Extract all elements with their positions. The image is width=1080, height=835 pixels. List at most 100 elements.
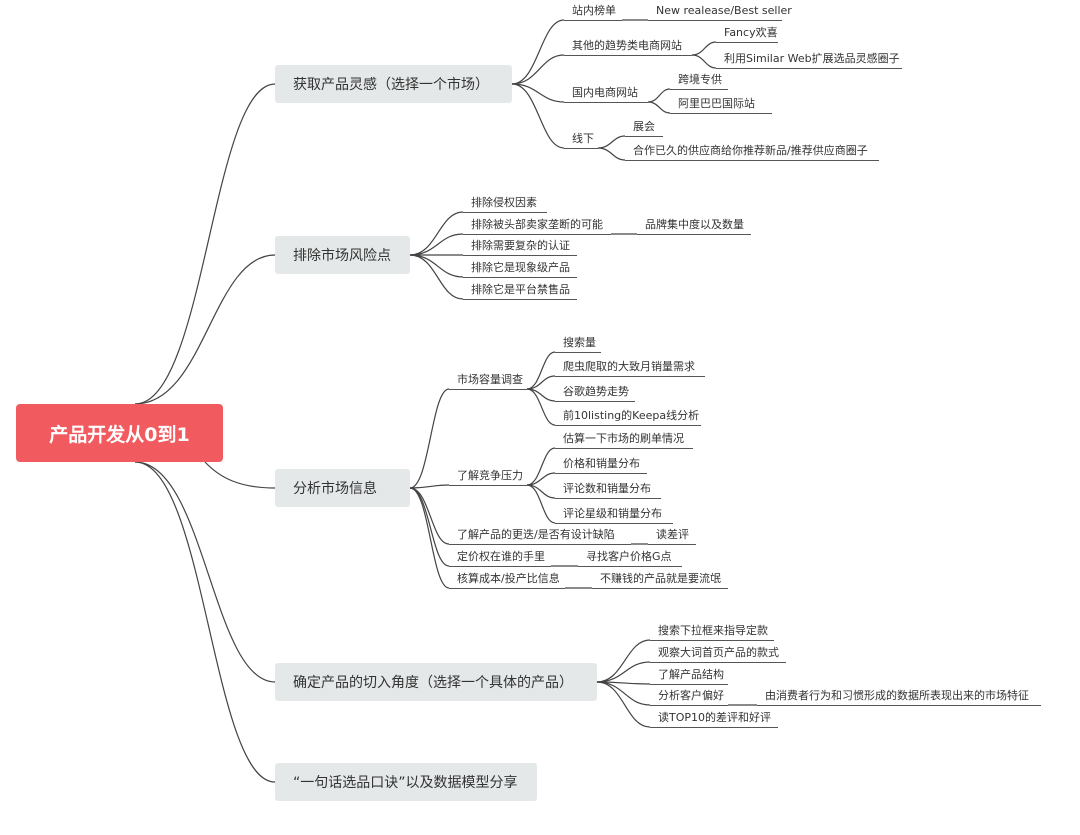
branch-1-item-4[interactable]: 线下 bbox=[572, 132, 594, 145]
branch-3-item-4-underline bbox=[449, 566, 551, 567]
branch-2-item-4[interactable]: 排除它是现象级产品 bbox=[471, 261, 570, 274]
branch-1-item-1-leaf-1-underline bbox=[648, 20, 782, 21]
branch-1-item-3-leaf-2-underline bbox=[670, 113, 772, 114]
branch-1-item-1-leaf-1[interactable]: New realease/Best seller bbox=[656, 4, 792, 17]
branch-1-item-2-leaf-2[interactable]: 利用Similar Web扩展选品灵感圈子 bbox=[724, 52, 900, 65]
branch-3-item-2[interactable]: 了解竞争压力 bbox=[457, 469, 523, 482]
branch-3-item-5[interactable]: 核算成本/投产比信息 bbox=[457, 572, 560, 585]
branch-4-item-4-leaf-1[interactable]: 由消费者行为和习惯形成的数据所表现出来的市场特征 bbox=[765, 689, 1029, 702]
connector-b1-4 bbox=[511, 83, 565, 149]
branch-4-item-5-underline bbox=[650, 727, 778, 728]
branch-2-item-3-underline bbox=[463, 255, 577, 256]
branch-1-item-2[interactable]: 其他的趋势类电商网站 bbox=[572, 39, 682, 52]
connector-root-branch-5 bbox=[134, 461, 276, 783]
branch-3-item-1-leaf-1-underline bbox=[555, 352, 601, 353]
branch-4-item-2-underline bbox=[650, 662, 786, 663]
connector-root-branch-3 bbox=[204, 461, 276, 489]
connector-root-branch-1 bbox=[134, 83, 276, 405]
connector-b1-3 bbox=[511, 83, 565, 103]
branch-3-item-3-leaf-1[interactable]: 读差评 bbox=[656, 528, 689, 541]
branch-3-item-1-leaf-3-underline bbox=[555, 401, 635, 402]
connector-b3-1-1 bbox=[526, 351, 556, 390]
branch-3-item-1[interactable]: 市场容量调查 bbox=[457, 373, 523, 386]
branch-3-item-1-leaf-1[interactable]: 搜索量 bbox=[563, 336, 596, 349]
branch-2-item-1-underline bbox=[463, 212, 547, 213]
connector-b1-4-2 bbox=[597, 147, 626, 161]
branch-3-item-2-leaf-3[interactable]: 评论数和销量分布 bbox=[563, 482, 651, 495]
connector-root-branch-2 bbox=[134, 254, 276, 405]
branch-2-item-2[interactable]: 排除被头部卖家垄断的可能 bbox=[471, 218, 603, 231]
branch-2-item-2-underline bbox=[463, 234, 611, 235]
branch-1-item-4-underline bbox=[564, 148, 598, 149]
branch-3-item-2-leaf-2-underline bbox=[555, 473, 647, 474]
branch-3-item-4-leaf-1[interactable]: 寻找客户价格G点 bbox=[586, 550, 672, 563]
branch-2-item-5[interactable]: 排除它是平台禁售品 bbox=[471, 283, 570, 296]
branch-3-item-1-leaf-4-underline bbox=[555, 425, 701, 426]
branch-3-item-1-leaf-4[interactable]: 前10listing的Keepa线分析 bbox=[563, 409, 700, 422]
branch-2-item-2-leaf-1-underline bbox=[637, 234, 751, 235]
root-topic[interactable]: 产品开发从0到1 bbox=[16, 404, 223, 462]
branch-1-item-4-leaf-1-underline bbox=[625, 136, 663, 137]
branch-4-item-1[interactable]: 搜索下拉框来指导定款 bbox=[658, 624, 768, 637]
branch-1-item-2-leaf-1[interactable]: Fancy欢喜 bbox=[724, 26, 778, 39]
branch-1-item-3-underline bbox=[564, 102, 648, 103]
branch-3-item-3[interactable]: 了解产品的更迭/是否有设计缺陷 bbox=[457, 528, 615, 541]
branch-5[interactable]: “一句话选品口诀”以及数据模型分享 bbox=[275, 763, 537, 801]
branch-4-item-4-leaf-1-underline bbox=[757, 705, 1041, 706]
connector-b4-1 bbox=[596, 639, 651, 683]
branch-1-item-3-leaf-2[interactable]: 阿里巴巴国际站 bbox=[678, 97, 755, 110]
connector-root-branch-4 bbox=[134, 461, 276, 683]
branch-1-item-2-leaf-1-underline bbox=[716, 42, 778, 43]
branch-1-item-3[interactable]: 国内电商网站 bbox=[572, 86, 638, 99]
connector-b1-1 bbox=[511, 19, 565, 85]
branch-2-item-1[interactable]: 排除侵权因素 bbox=[471, 196, 537, 209]
branch-1-item-4-leaf-2-underline bbox=[625, 160, 879, 161]
connector-b3-2 bbox=[409, 484, 450, 489]
branch-3-item-4-leaf-1-underline bbox=[578, 566, 682, 567]
branch-3-item-1-leaf-3[interactable]: 谷歌趋势走势 bbox=[563, 385, 629, 398]
branch-1-item-2-underline bbox=[564, 55, 692, 56]
branch-4-item-5[interactable]: 读TOP10的差评和好评 bbox=[658, 711, 772, 724]
connector-b4-4 bbox=[596, 681, 651, 706]
branch-1-item-1[interactable]: 站内榜单 bbox=[572, 4, 616, 17]
branch-2[interactable]: 排除市场风险点 bbox=[275, 236, 410, 274]
branch-3-item-2-leaf-4[interactable]: 评论星级和销量分布 bbox=[563, 507, 662, 520]
branch-3-item-5-leaf-1[interactable]: 不赚钱的产品就是要流氓 bbox=[600, 572, 721, 585]
branch-3-item-2-leaf-4-underline bbox=[555, 523, 673, 524]
branch-2-item-2-leaf-1[interactable]: 品牌集中度以及数量 bbox=[645, 218, 744, 231]
connector-b2-4 bbox=[409, 254, 464, 278]
branch-3-item-1-leaf-2[interactable]: 爬虫爬取的大致月销量需求 bbox=[563, 360, 695, 373]
branch-1-item-3-leaf-1[interactable]: 跨境专供 bbox=[678, 73, 722, 86]
connector-b3-2-4 bbox=[526, 484, 556, 524]
connector-b3-4 bbox=[409, 487, 450, 567]
connector-b1-2-1 bbox=[691, 41, 717, 56]
connector-b3-1 bbox=[409, 388, 450, 489]
connector-b1-2-2 bbox=[691, 54, 717, 69]
branch-1-item-4-leaf-2[interactable]: 合作已久的供应商给你推荐新品/推荐供应商圈子 bbox=[633, 144, 868, 157]
branch-3-item-2-leaf-1[interactable]: 估算一下市场的刷单情况 bbox=[563, 432, 684, 445]
branch-4-item-4-underline bbox=[650, 705, 728, 706]
branch-3-item-5-leaf-1-underline bbox=[592, 588, 728, 589]
branch-3[interactable]: 分析市场信息 bbox=[275, 469, 410, 507]
branch-3-item-1-underline bbox=[449, 389, 527, 390]
branch-4-item-3-underline bbox=[650, 684, 728, 685]
branch-4[interactable]: 确定产品的切入角度（选择一个具体的产品） bbox=[275, 663, 597, 701]
branch-3-item-2-leaf-3-underline bbox=[555, 498, 661, 499]
branch-1[interactable]: 获取产品灵感（选择一个市场） bbox=[275, 65, 512, 103]
branch-1-item-4-leaf-1[interactable]: 展会 bbox=[633, 120, 655, 133]
branch-1-item-3-leaf-1-underline bbox=[670, 89, 728, 90]
branch-4-item-4[interactable]: 分析客户偏好 bbox=[658, 689, 724, 702]
branch-4-item-2[interactable]: 观察大词首页产品的款式 bbox=[658, 646, 779, 659]
branch-2-item-4-underline bbox=[463, 277, 577, 278]
branch-3-item-1-leaf-2-underline bbox=[555, 376, 705, 377]
connector-b3-2-1 bbox=[526, 447, 556, 486]
branch-2-item-3[interactable]: 排除需要复杂的认证 bbox=[471, 239, 570, 252]
branch-4-item-1-underline bbox=[650, 640, 774, 641]
connector-b2-2 bbox=[409, 233, 464, 256]
branch-3-item-2-leaf-2[interactable]: 价格和销量分布 bbox=[563, 457, 640, 470]
branch-4-item-3[interactable]: 了解产品结构 bbox=[658, 668, 724, 681]
branch-3-item-4[interactable]: 定价权在谁的手里 bbox=[457, 550, 545, 563]
connector-b2-5 bbox=[409, 254, 464, 300]
branch-3-item-3-leaf-1-underline bbox=[648, 544, 696, 545]
